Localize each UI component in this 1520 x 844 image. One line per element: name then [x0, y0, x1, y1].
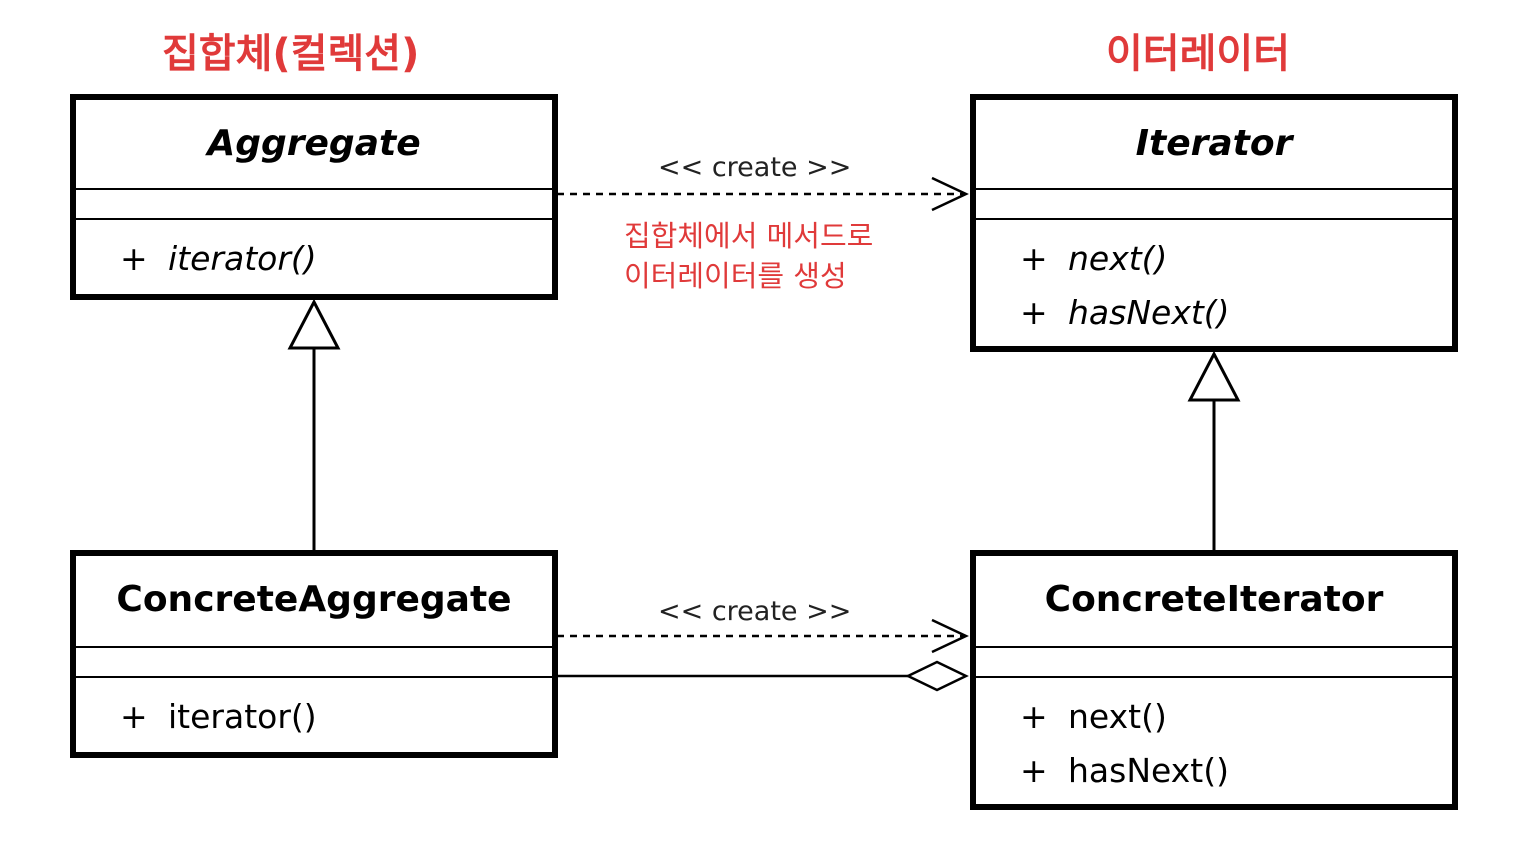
operation-signature: next() — [1068, 239, 1168, 278]
operations-list: + iterator() — [76, 690, 552, 744]
bottom-create-arrowhead — [931, 618, 969, 654]
operations-divider — [76, 218, 552, 220]
iterator-generalization-triangle — [1187, 350, 1241, 402]
visibility-marker: + — [1020, 293, 1048, 332]
operations-list: + next() + hasNext() — [976, 690, 1452, 798]
aggregation-diamond — [905, 660, 969, 692]
create-note-line-1: 집합체에서 메서드로 — [624, 219, 874, 253]
operation-signature: iterator() — [168, 239, 317, 278]
attributes-divider — [76, 646, 552, 648]
class-name: ConcreteIterator — [1044, 578, 1384, 620]
aggregate-generalization-triangle — [287, 298, 341, 350]
operation-signature: hasNext() — [1068, 751, 1229, 790]
operation-item: + hasNext() — [976, 286, 1452, 340]
operation-signature: iterator() — [168, 697, 317, 736]
aggregate-heading: 집합체(컬렉션) — [162, 31, 420, 77]
operations-divider — [76, 676, 552, 678]
attributes-divider — [976, 188, 1452, 190]
visibility-marker: + — [120, 697, 148, 736]
operation-item: + next() — [976, 690, 1452, 744]
top-create-arrowhead — [931, 176, 969, 212]
operation-signature: hasNext() — [1068, 293, 1230, 332]
iterator-heading: 이터레이터 — [1106, 31, 1290, 77]
concrete-iterator-class[interactable]: ConcreteIterator + next() + hasNext() — [970, 550, 1458, 810]
aggregate-class[interactable]: Aggregate + iterator() — [70, 94, 558, 300]
operation-item: + iterator() — [76, 690, 552, 744]
operation-item: + hasNext() — [976, 744, 1452, 798]
class-name: Iterator — [1135, 122, 1293, 164]
concrete-aggregate-class[interactable]: ConcreteAggregate + iterator() — [70, 550, 558, 758]
visibility-marker: + — [1020, 751, 1048, 790]
top-create-stereotype-label: << create >> — [658, 152, 852, 183]
operations-divider — [976, 218, 1452, 220]
attributes-divider — [976, 646, 1452, 648]
attributes-divider — [76, 188, 552, 190]
iterator-class[interactable]: Iterator + next() + hasNext() — [970, 94, 1458, 352]
operations-divider — [976, 676, 1452, 678]
class-name: ConcreteAggregate — [116, 578, 512, 620]
operations-list: + iterator() — [76, 232, 552, 286]
visibility-marker: + — [120, 239, 148, 278]
visibility-marker: + — [1020, 239, 1048, 278]
create-note-line-2: 이터레이터를 생성 — [624, 259, 847, 293]
class-name: Aggregate — [207, 122, 421, 164]
operations-list: + next() + hasNext() — [976, 232, 1452, 340]
create-note: 집합체에서 메서드로 이터레이터를 생성 — [624, 216, 873, 296]
operation-item: + iterator() — [76, 232, 552, 286]
operation-signature: next() — [1068, 697, 1167, 736]
operation-item: + next() — [976, 232, 1452, 286]
visibility-marker: + — [1020, 697, 1048, 736]
bottom-create-stereotype-label: << create >> — [658, 596, 852, 627]
